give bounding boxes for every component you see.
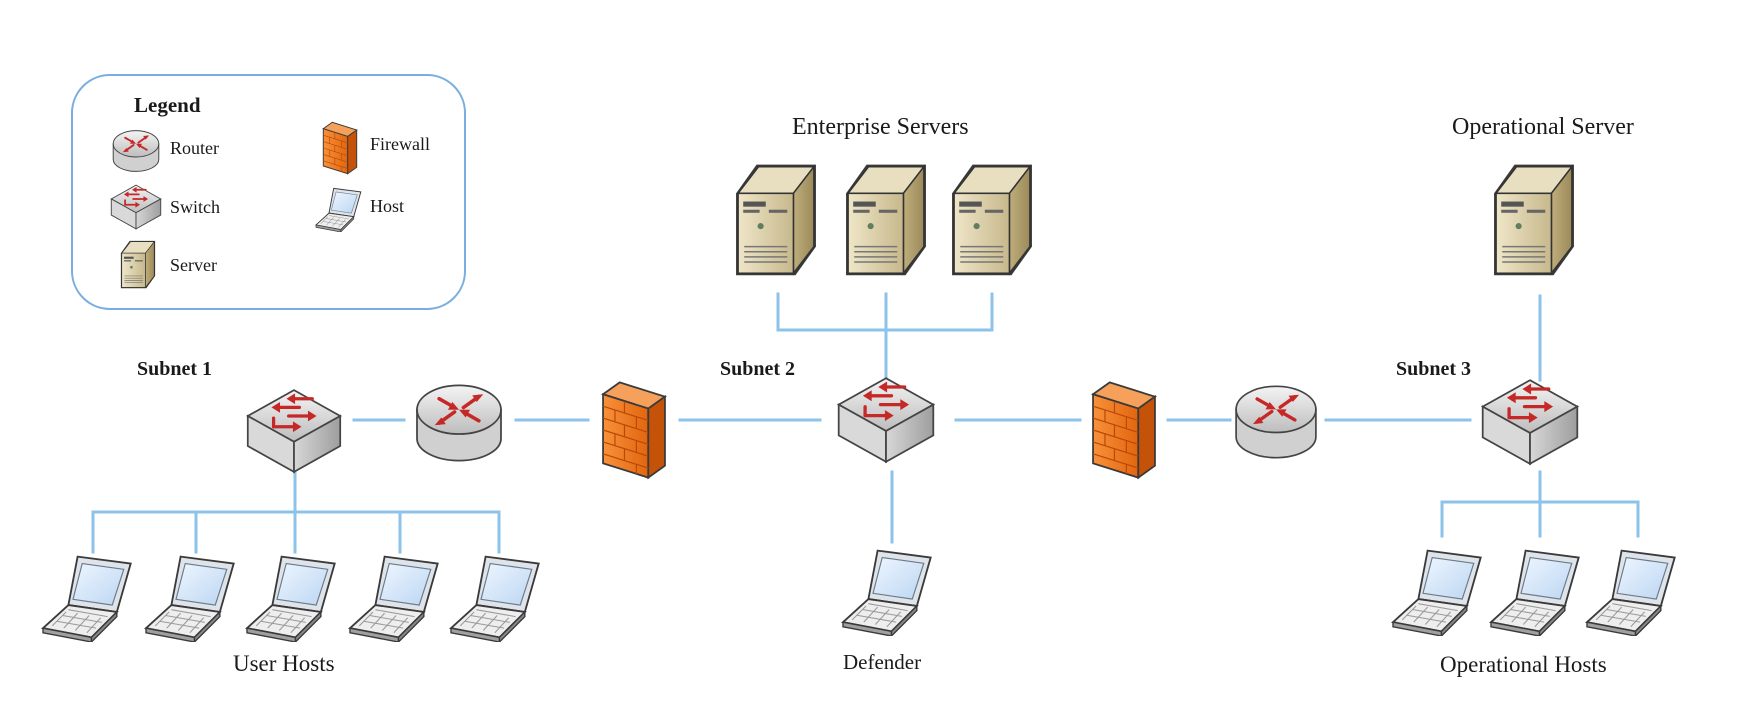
user-hosts-label: User Hosts bbox=[233, 651, 335, 676]
legend-router-label: Router bbox=[170, 138, 219, 158]
legend-box bbox=[71, 74, 466, 310]
subnet1-switch-icon bbox=[246, 388, 342, 474]
operational-host-1-laptop-icon bbox=[1392, 549, 1482, 636]
legend-switch-label: Switch bbox=[170, 197, 221, 217]
user-host-2-laptop-icon bbox=[145, 555, 235, 642]
defender-laptop-icon bbox=[842, 549, 932, 636]
enterprise-server-1-icon bbox=[735, 164, 817, 277]
legend-firewall-label: Firewall bbox=[370, 134, 430, 154]
user-host-3-laptop-icon bbox=[246, 555, 336, 642]
legend-server-label: Server bbox=[170, 255, 217, 275]
subnet2-label: Subnet 2 bbox=[720, 358, 796, 380]
enterprise-servers-label: Enterprise Servers bbox=[792, 114, 969, 140]
operational-hosts-label: Operational Hosts bbox=[1440, 652, 1607, 677]
enterprise-server-3-icon bbox=[951, 164, 1033, 277]
user-host-4-laptop-icon bbox=[349, 555, 439, 642]
user-host-5-laptop-icon bbox=[450, 555, 540, 642]
firewall-left-icon bbox=[602, 381, 666, 479]
router-icon bbox=[112, 129, 160, 173]
enterprise-server-2-icon bbox=[845, 164, 927, 277]
server-icon bbox=[120, 240, 156, 289]
defender-label: Defender bbox=[843, 650, 922, 674]
legend-host-label: Host bbox=[370, 196, 405, 216]
subnet2-switch-icon bbox=[837, 376, 935, 464]
legend-title: Legend bbox=[134, 93, 201, 117]
operational-host-2-laptop-icon bbox=[1490, 549, 1580, 636]
subnet1-router-icon bbox=[415, 383, 503, 463]
legend bbox=[71, 74, 466, 310]
firewall-icon bbox=[322, 121, 358, 175]
subnet1-label: Subnet 1 bbox=[137, 358, 213, 380]
operational-host-3-laptop-icon bbox=[1586, 549, 1676, 636]
subnet3-switch-icon bbox=[1481, 378, 1579, 466]
firewall-right-icon bbox=[1092, 381, 1156, 479]
subnet3-label: Subnet 3 bbox=[1396, 358, 1472, 380]
operational-server-label: Operational Server bbox=[1452, 114, 1634, 140]
operational-server-icon bbox=[1493, 164, 1575, 277]
subnet3-router-icon bbox=[1234, 384, 1318, 460]
links bbox=[91, 292, 1640, 554]
user-host-1-laptop-icon bbox=[42, 555, 132, 642]
